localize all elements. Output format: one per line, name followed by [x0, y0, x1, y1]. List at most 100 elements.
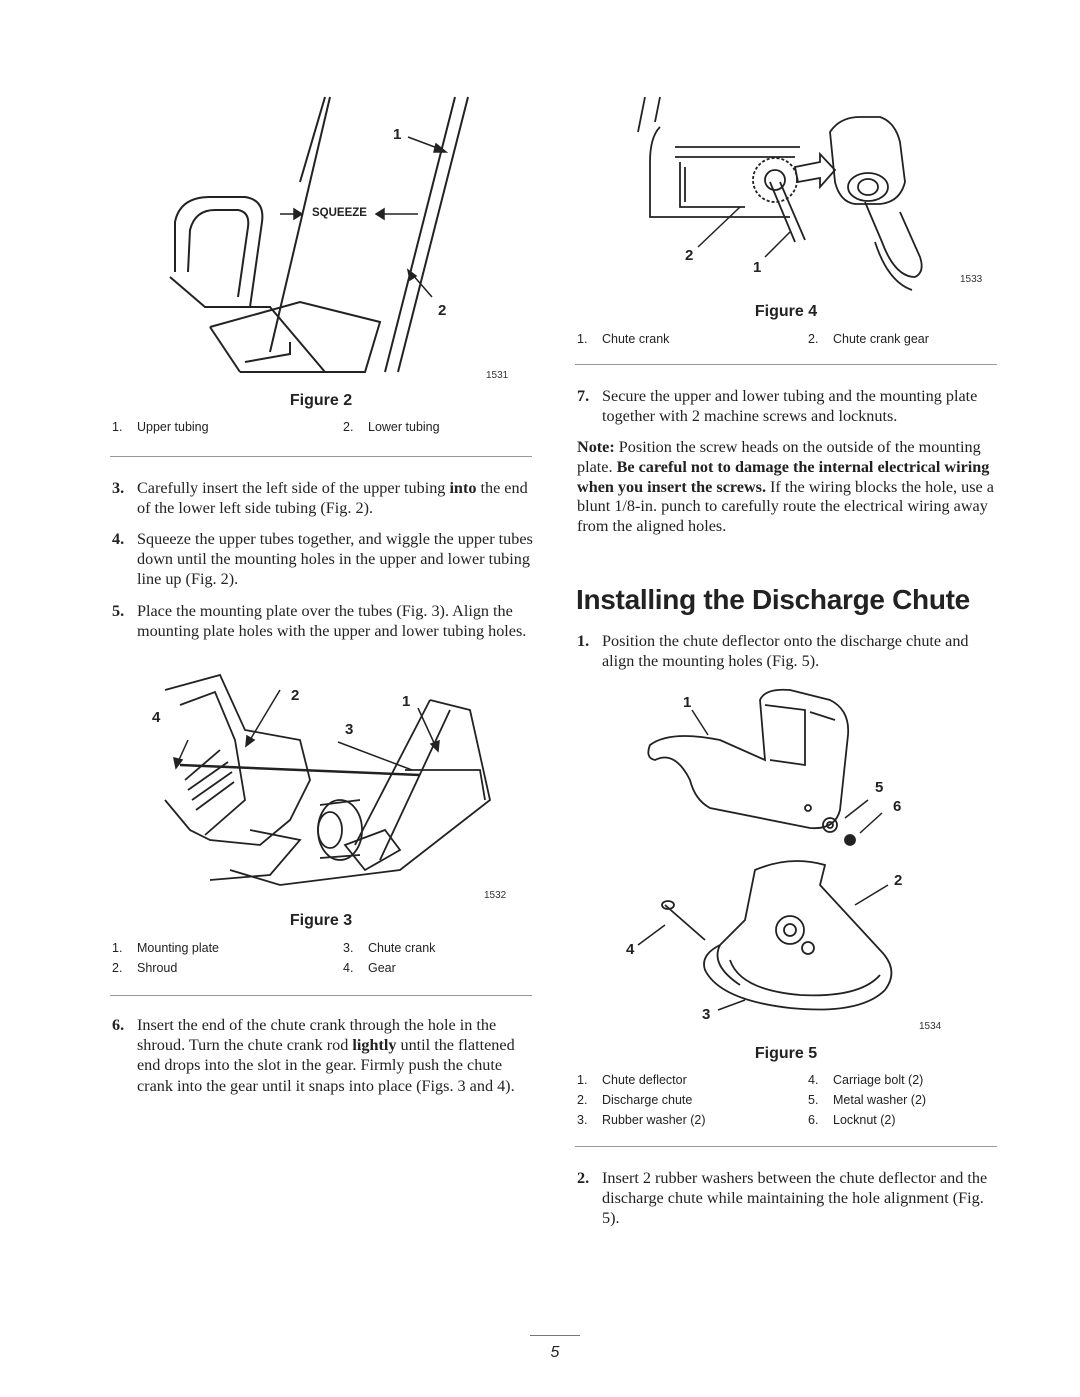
legend-num: 3.	[343, 941, 354, 955]
legend-num: 2.	[577, 1093, 588, 1107]
fig5-callout-5: 5	[875, 779, 884, 796]
legend-item: 1. Chute crank	[577, 332, 669, 346]
figure-5-caption: Figure 5	[754, 1045, 818, 1062]
step-text: Carefully insert the left side of the up…	[137, 478, 537, 518]
legend-label: Chute crank	[368, 941, 436, 955]
legend-label: Chute crank gear	[833, 332, 929, 346]
figure-5-drawing	[637, 688, 893, 1011]
legend-label: Lower tubing	[368, 420, 440, 434]
legend-label: Carriage bolt (2)	[833, 1073, 924, 1087]
page-number: 5	[550, 1344, 560, 1361]
fig2-drawing-number: 1531	[486, 370, 509, 381]
divider	[575, 364, 997, 365]
figure-2-caption: Figure 2	[289, 392, 353, 409]
step-7: 7. Secure the upper and lower tubing and…	[577, 386, 997, 426]
step-text-bold: lightly	[352, 1036, 397, 1055]
figure-2-drawing	[169, 96, 469, 373]
legend-item: 1. Mounting plate	[112, 941, 219, 955]
step-text-part: the end of the lower left side tubing (F…	[137, 479, 528, 518]
legend-label: Chute crank	[602, 332, 670, 346]
figure-2-illustration: 1 2 SQUEEZE 1531	[150, 92, 520, 382]
step-text-part: Carefully insert the left side of the up…	[137, 479, 450, 497]
figure-3-drawing	[164, 673, 492, 886]
step-text: Insert the end of the chute crank throug…	[137, 1015, 537, 1096]
legend-label: Chute deflector	[602, 1073, 687, 1087]
legend-item: 1. Upper tubing	[112, 420, 209, 434]
fig3-callout-3: 3	[345, 721, 354, 738]
note-warning: Be careful not to damage the internal el…	[577, 457, 990, 496]
note-text: If the wiring blocks the hole, use a blu…	[577, 477, 994, 536]
legend-num: 1.	[112, 941, 123, 955]
note-text: Position the screw heads on the outside …	[577, 438, 981, 476]
legend-item: 3. Chute crank	[343, 941, 435, 955]
section-heading: Installing the Discharge Chute	[576, 584, 970, 615]
step-text: Position the chute deflector onto the di…	[602, 632, 969, 671]
legend-label: Mounting plate	[137, 941, 220, 955]
figure-4-caption: Figure 4	[754, 303, 818, 320]
step-text-part: Insert the end of the chute crank throug…	[137, 1016, 497, 1055]
legend-num: 2.	[112, 961, 123, 975]
step-number: 5.	[112, 602, 125, 620]
legend-item: 4.Gear	[343, 961, 396, 975]
step-text: Insert 2 rubber washers between the chut…	[602, 1169, 988, 1228]
fig5-callout-3: 3	[702, 1006, 711, 1023]
legend-num: 2.	[808, 332, 819, 346]
legend-label: Discharge chute	[602, 1093, 693, 1107]
figure-5-illustration: 1 5 6 2 4 3 1534	[610, 688, 970, 1035]
page-number-rule	[530, 1335, 580, 1336]
fig4-callout-1: 1	[753, 259, 762, 276]
figure-4-illustration: 2 1 1533	[620, 92, 990, 297]
step-number: 1.	[577, 632, 590, 650]
figure-3-illustration: 2 1 4 3 1532	[150, 670, 520, 910]
divider	[575, 1146, 997, 1147]
fig2-callout-2: 2	[438, 302, 447, 319]
legend-item: 1. Chute deflector	[577, 1073, 687, 1087]
fig5-callout-4: 4	[626, 941, 635, 958]
step-4: 4. Squeeze the upper tubes together, and…	[112, 529, 537, 590]
step-number: 6.	[112, 1016, 125, 1034]
legend-num: 1.	[577, 332, 588, 346]
legend-num: 6.	[808, 1113, 819, 1127]
step-text: Place the mounting plate over the tubes …	[137, 602, 527, 641]
fig4-drawing-number: 1533	[960, 274, 983, 285]
legend-num: 1.	[112, 420, 123, 434]
legend-num: 4.	[808, 1073, 819, 1087]
legend-label: Metal washer (2)	[833, 1093, 927, 1107]
note-label: Note:	[577, 438, 615, 456]
legend-item: 3. Rubber washer (2)	[577, 1113, 706, 1127]
legend-item: 2. Chute crank gear	[808, 332, 929, 346]
fig3-callout-4: 4	[152, 709, 161, 726]
note-paragraph: Note: Position the screw heads on the ou…	[577, 438, 999, 537]
legend-num: 1.	[577, 1073, 588, 1087]
step-3: 3. Carefully insert the left side of the…	[112, 478, 537, 518]
squeeze-label: SQUEEZE	[312, 207, 367, 219]
step-1: 1. Position the chute deflector onto the…	[577, 631, 997, 671]
legend-item: 2.Shroud	[112, 961, 177, 975]
legend-label: Upper tubing	[137, 420, 209, 434]
legend-num: 3.	[577, 1113, 588, 1127]
fig5-callout-6: 6	[893, 798, 902, 815]
step-text-part: until the flattened end drops into the s…	[137, 1036, 515, 1095]
fig3-callout-2: 2	[291, 687, 300, 704]
fig3-drawing-number: 1532	[484, 890, 507, 901]
legend-num: 5.	[808, 1093, 819, 1107]
step-number: 7.	[577, 387, 590, 405]
step-number: 4.	[112, 530, 125, 548]
legend-num: 4.	[343, 961, 354, 975]
legend-item: 5. Metal washer (2)	[808, 1093, 926, 1107]
step-number: 2.	[577, 1169, 590, 1187]
fig4-callout-2: 2	[685, 247, 694, 264]
step-number: 3.	[112, 479, 125, 497]
fig2-callout-1: 1	[393, 126, 402, 143]
divider	[110, 456, 532, 457]
legend-label: Locknut (2)	[833, 1113, 896, 1127]
step-2: 2. Insert 2 rubber washers between the c…	[577, 1168, 997, 1229]
legend-num: 2.	[343, 420, 354, 434]
step-text-bold: into	[449, 479, 477, 497]
fig5-drawing-number: 1534	[919, 1021, 942, 1032]
fig5-callout-2: 2	[894, 872, 903, 889]
legend-item: 4. Carriage bolt (2)	[808, 1073, 923, 1087]
fig3-callout-1: 1	[402, 693, 411, 710]
legend-label: Rubber washer (2)	[602, 1113, 706, 1127]
step-5: 5. Place the mounting plate over the tub…	[112, 601, 537, 641]
